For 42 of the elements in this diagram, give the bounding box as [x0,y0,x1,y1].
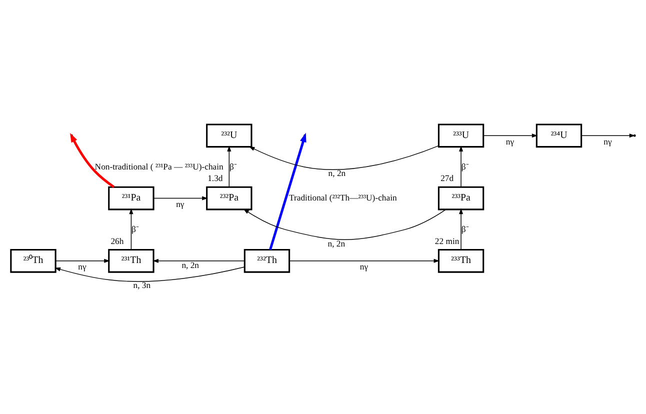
node-label: 27d [440,172,454,183]
arrow [54,266,245,282]
arrow [153,196,208,200]
edge-label: nγ [78,261,86,272]
edge-label: β⁻ [132,223,139,234]
arrow [581,133,636,138]
edge-label: nγ [604,136,612,146]
arrow [129,208,134,250]
node-label: 1.3d [208,172,223,183]
arrow [243,208,446,240]
edge-label: β⁻ [461,160,469,171]
edge-label: β⁻ [229,160,237,171]
edge-label: n, 2n [328,238,346,248]
edge-label: Non-traditional ( ²³¹Pa — ²³³U)-chain [94,160,224,171]
edge-label: n, 2n [182,259,200,270]
edge-label: n, 2n [328,168,346,178]
node-box: ²³³Pa [438,186,484,210]
node-box: ²³⁴U [536,123,582,148]
edge-label: nγ [506,136,514,146]
arrow [55,258,110,262]
node-box: ²³¹Pa [108,186,154,210]
node-box: ²³²Pa [206,186,252,210]
edge-label: nγ [360,261,368,272]
node-box: ²³³Th [438,248,484,272]
arrow [458,145,464,187]
node-label: 26h [110,235,124,246]
arrow [248,144,439,170]
node-label: 22 min [434,235,460,246]
arrow [289,258,440,262]
node-box: ²³³U [438,123,484,148]
edge-label: Traditional (²³²Th—²³³U)-chain [289,192,397,202]
node-box: ²³²Th [244,248,290,272]
arrow [152,258,246,262]
arrow [227,145,232,187]
edge-label: nγ [176,198,184,209]
arrow [483,133,538,138]
node-box: ²³⁰Th [10,248,56,272]
node-box: ²³¹Th [108,248,154,272]
edge-label: n, 3n [133,280,151,290]
node-box: ²³²U [206,123,252,148]
arrow [458,208,464,250]
edge-label: β⁻ [461,223,469,234]
